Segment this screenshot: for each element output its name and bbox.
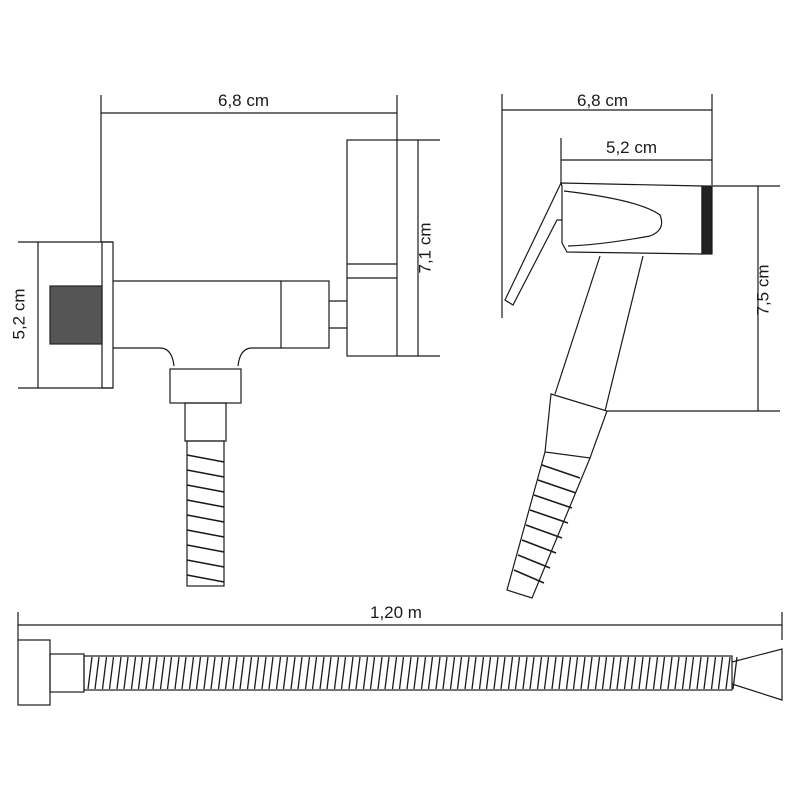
hose-length-label: 1,20 m [370, 603, 422, 622]
valve-flange-height-label: 5,2 cm [9, 288, 29, 340]
hose-drawing [17, 612, 783, 706]
sprayer-drawing [501, 94, 780, 599]
sprayer-height-label: 7,5 cm [753, 264, 773, 316]
valve-drawing [18, 95, 440, 587]
sprayer-head-width-label: 5,2 cm [606, 138, 658, 157]
valve-width-label: 6,8 cm [218, 91, 270, 110]
sprayer-total-width-label: 6,8 cm [577, 91, 629, 110]
valve-handle-height-label: 7,1 cm [415, 222, 435, 274]
